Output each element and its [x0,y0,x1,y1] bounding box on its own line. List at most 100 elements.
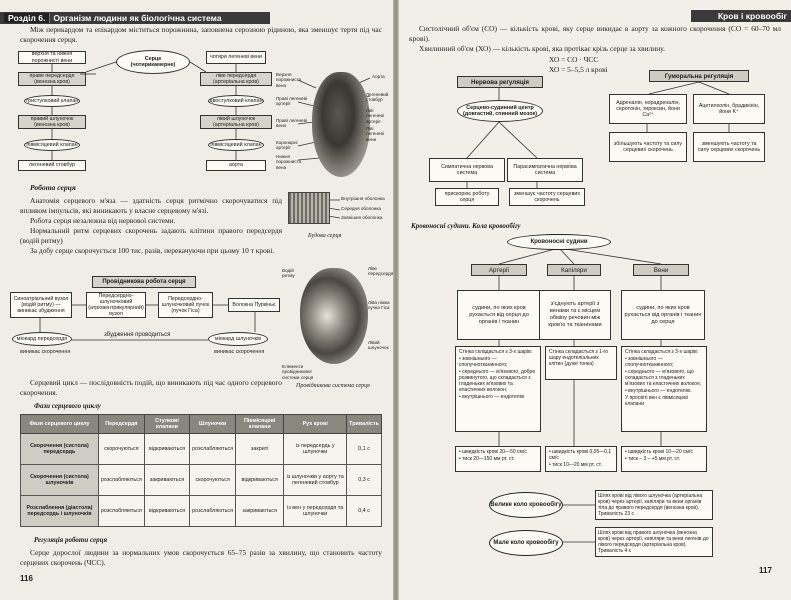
list-item: • тиск 10—20 мм рт. ст. [549,462,602,468]
table-cell: скорочуються [189,464,237,496]
work-heading: Робота серця [30,183,76,192]
table-header: Передсердя [97,414,145,434]
work-paragraph: За добу серце скорочується 100 тис. разі… [30,246,275,255]
heart-label-right: Легеневий стовбур [366,92,389,103]
table-cell: відкриваються [143,495,191,527]
list-item: Стінка складається з 3-х шарів: [625,349,699,355]
cycle-paragraph: Серцевий цикл — послідовність подій, що … [20,378,282,397]
conduction-heart-illustration [300,268,368,364]
page-number-left: 116 [20,574,33,583]
left-chain-valve: півмісяцевий клапан [24,139,80,151]
heart-label-left: Верхня порожниста вена [276,72,302,88]
vein-wall-list: Стінка складається з 3-х шарів: • зовніш… [621,346,707,432]
vein-speed-list: • швидкість крові 10—20 см/с • тиск – 3 … [621,446,707,472]
capillary-speed-list: • швидкість крові 0,05—0,1 см/с • тиск 1… [545,446,617,472]
figure-caption: Провідникова система серця [296,383,370,389]
table-cell: із шлуночків у аорту та легеневий стовбу… [283,464,348,496]
right-chain-box: лівий шлуночок (артеріальна кров) [200,115,272,129]
work-paragraph: Робота серця незалежна від нервової сист… [30,216,176,225]
table-header: Рух крові [283,414,348,434]
regulation-paragraph: Серце дорослої людини за нормальних умов… [20,548,382,567]
table-cell: із вен у передсердя та шлуночки [283,495,348,527]
heart-label-left: Праві легеневі вени [276,118,308,129]
heart-label-right: Ліві легеневі артерії [366,108,384,124]
list-item: • зовнішнього — сполучнотканинного; [459,356,508,368]
table-cell: 0,3 с [346,464,382,496]
vessel-type: Капіляри [547,264,601,276]
conduction-box: Передсердно-шлуночковий пучок (пучок Гіс… [158,292,213,318]
humoral-left-box: Адреналін, норадреналін, серотонін, тиро… [609,94,687,124]
list-item: Стінка складається з 3-х шарів: [459,349,533,355]
capillary-wall-list: Стінка складається з 1-го шару ендотеліа… [545,346,617,380]
heart-label-left: Коронарні артерії [276,140,298,151]
min-volume-paragraph: Хвилинний об'єм (ХО) — кількість крові, … [419,44,665,53]
list-item: • середнього — м'язового, добре розвинут… [459,369,536,393]
heart-wall-illustration [288,192,330,224]
table-cell: закриті [235,433,285,465]
chapter-header: Кров і кровообіг [691,10,791,22]
table-cell: 0,4 с [346,495,382,527]
right-chain-box: ліве передсердя (артеріальна кров) [200,72,272,86]
table-cell: Розслаблення (діастола) передсердь і шлу… [20,495,99,527]
table-header: Півмісяцеві клапани [235,414,285,434]
heart2-label: Ліва ніжка пучка Гіса [368,300,390,311]
table-cell: закриваються [143,464,191,496]
sympathetic-box: Симпатична нервова система [429,158,505,182]
humoral-right-effect: зменшують частоту та силу серцевих скоро… [693,132,765,162]
list-item: • зовнішнього — сполучнотканинного; [625,356,674,368]
table-cell: розслабляються [189,433,237,465]
vessels-heading: Кровоносні судини. Кола кровообігу [411,222,521,230]
table-cell: Скорочення (систола) передсердь [20,433,99,465]
parasympathetic-box: Парасимпатична нервова система [507,158,583,182]
right-chain-box: аорта [206,160,266,171]
list-item: • тиск 20—150 мм рт. ст. [459,456,515,462]
big-circle-oval: Велике коло кровообігу [489,492,563,518]
wall-label: Внутрішня оболонка [341,196,385,201]
list-item: Стінка складається з 1-го шару ендотеліа… [549,349,609,367]
section-header: Розділ 6.Організм людини як біологічна с… [0,12,270,24]
vessel-definition: судини, по яких кров рухається від орган… [621,290,705,340]
sympathetic-effect: прискорює роботу серця [435,188,499,206]
big-circle-text: Шлях крові від лівого шлуночка (артеріал… [595,490,713,520]
heart-illustration [312,72,370,177]
small-circle-oval: Мале коло кровообігу [489,530,563,556]
table-cell: відкриваються [143,433,191,465]
heart-label-right: Аорта [372,74,385,79]
left-chain-valve: тристулковий клапан [24,95,80,107]
table-header: Фази серцевого циклу [20,414,99,434]
table-header-row: Фази серцевого циклу Передсердя Стулкові… [20,414,382,434]
list-item: • швидкість крові 10—20 см/с [625,449,693,455]
intro-paragraph: Між перикардом та епікардом міститься по… [20,25,382,44]
figure-caption: Будова серця [308,233,342,239]
right-page: Кров і кровообіг Систолічний об'єм (СО) … [399,0,791,600]
conduction-arrow-label: збудження проводиться [104,332,171,338]
conduction-box: Синоатріальний вузол (водій ритму) — вин… [10,292,72,318]
book-gutter [393,0,399,600]
sys-volume-paragraph: Систолічний об'єм (СО) — кількість крові… [409,24,781,43]
heart2-label: Водій ритму [282,268,295,279]
formula-1: ХО = СО · ЧСС [549,55,599,64]
vessel-type: Вени [633,264,689,276]
conduction-title: Провідникова робота серця [92,276,196,288]
table-cell: розслабляються [189,495,237,527]
vessel-type: Артерії [471,264,527,276]
table-header: Стулкові клапани [143,414,191,434]
list-item: • тиск – 3 – +5 мм рт. ст. [625,456,680,462]
table-cell: закриваються [235,495,285,527]
right-chain-valve: півмісяцевий клапан [208,139,264,151]
work-paragraph: Нормальний ритм серцевих скорочень задаю… [20,226,282,245]
conduction-box: Волокна Пуркіньє [228,298,280,312]
wall-label: Зовнішня оболонка [341,215,383,220]
table-title: Фази серцевого циклу [34,402,101,410]
artery-wall-list: Стінка складається з 3-х шарів: • зовніш… [455,346,541,432]
left-chain-box: верхня та нижня порожнисті вени [18,51,86,64]
conduction-sub: виникає скорочення [20,349,71,355]
nervous-regulation-title: Нервова регуляція [457,76,543,88]
section-title: Організм людини як біологічна система [53,13,222,23]
vessel-definition: судини, по яких кров рухається від серця… [457,290,541,340]
heart-label-right: Ліві легеневі вени [366,126,384,142]
left-chain-box: правий шлуночок (венозна кров) [18,115,86,129]
right-connectors [466,81,730,543]
humoral-right-box: Ацетилхолін, брадикінін, йони K⁺ [693,94,765,124]
heart2-label: Лівий шлуночок [368,340,389,351]
